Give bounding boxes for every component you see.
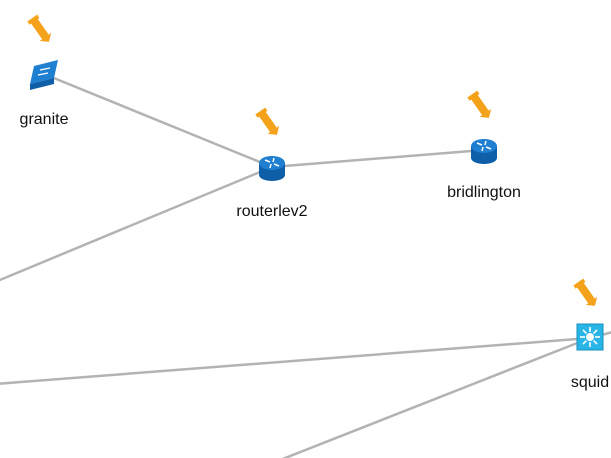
router-icon[interactable]	[471, 139, 497, 164]
link-routerlev2-offscreen-left[interactable]	[0, 165, 273, 282]
node-label-bridlington: bridlington	[447, 184, 521, 201]
node-routerlev2[interactable]	[255, 107, 285, 181]
link-granite-routerlev2[interactable]	[43, 72, 273, 169]
switch-icon[interactable]	[30, 60, 58, 90]
alert-icon[interactable]	[573, 278, 601, 310]
alert-icon[interactable]	[27, 14, 55, 46]
node-label-granite: granite	[19, 111, 69, 128]
link-squid-offscreen-bottom[interactable]	[275, 336, 591, 458]
node-label-squid: squid	[570, 374, 610, 391]
alert-icon[interactable]	[467, 90, 495, 122]
link-routerlev2-bridlington[interactable]	[271, 148, 485, 169]
link-squid-offscreen-left[interactable]	[0, 336, 591, 385]
node-granite[interactable]	[27, 14, 58, 90]
node-bridlington[interactable]	[467, 90, 497, 164]
node-squid[interactable]	[573, 278, 604, 351]
l3-switch-icon[interactable]	[576, 323, 604, 351]
alert-icon[interactable]	[255, 107, 283, 139]
node-label-routerlev2: routerlev2	[236, 203, 308, 220]
router-icon[interactable]	[259, 156, 285, 181]
